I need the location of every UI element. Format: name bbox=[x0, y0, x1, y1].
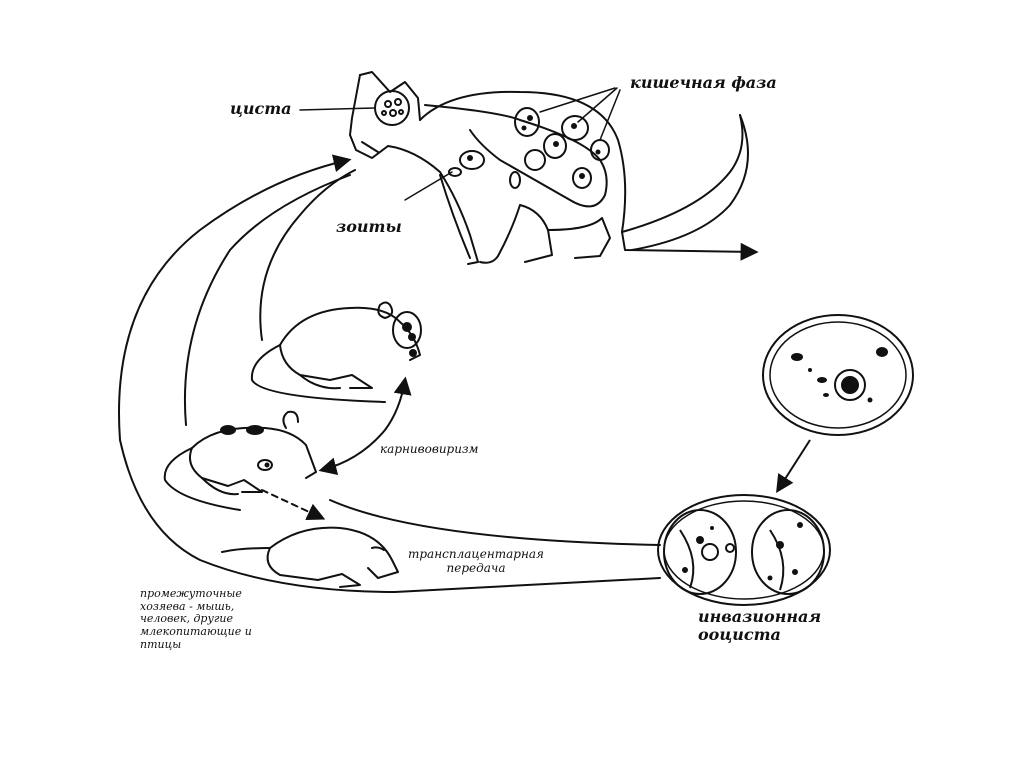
label-intestinal-phase: кишечная фаза bbox=[630, 73, 777, 92]
label-cyst: циста bbox=[230, 99, 292, 118]
oocyst-unsporulated bbox=[762, 314, 914, 436]
label-carnivorism: карнивовиризм bbox=[380, 442, 479, 456]
label-intermediate-hosts: промежуточные хозяева - мышь, человек, д… bbox=[140, 587, 252, 651]
label-transplacental: трансплацентарная передача bbox=[408, 547, 544, 575]
oocyst-sporulation-arrow bbox=[776, 439, 811, 494]
oocyst-sporulated bbox=[657, 494, 831, 606]
mouse-upper-figure bbox=[250, 301, 422, 403]
cat-figure bbox=[299, 71, 759, 265]
cycle-arrows bbox=[118, 154, 661, 594]
mouse-lower-figure bbox=[163, 410, 317, 511]
label-invasive-oocyst: инвазионная ооциста bbox=[698, 607, 822, 645]
baby-mouse-figure bbox=[221, 526, 399, 588]
label-zoites: зоиты bbox=[336, 217, 402, 236]
